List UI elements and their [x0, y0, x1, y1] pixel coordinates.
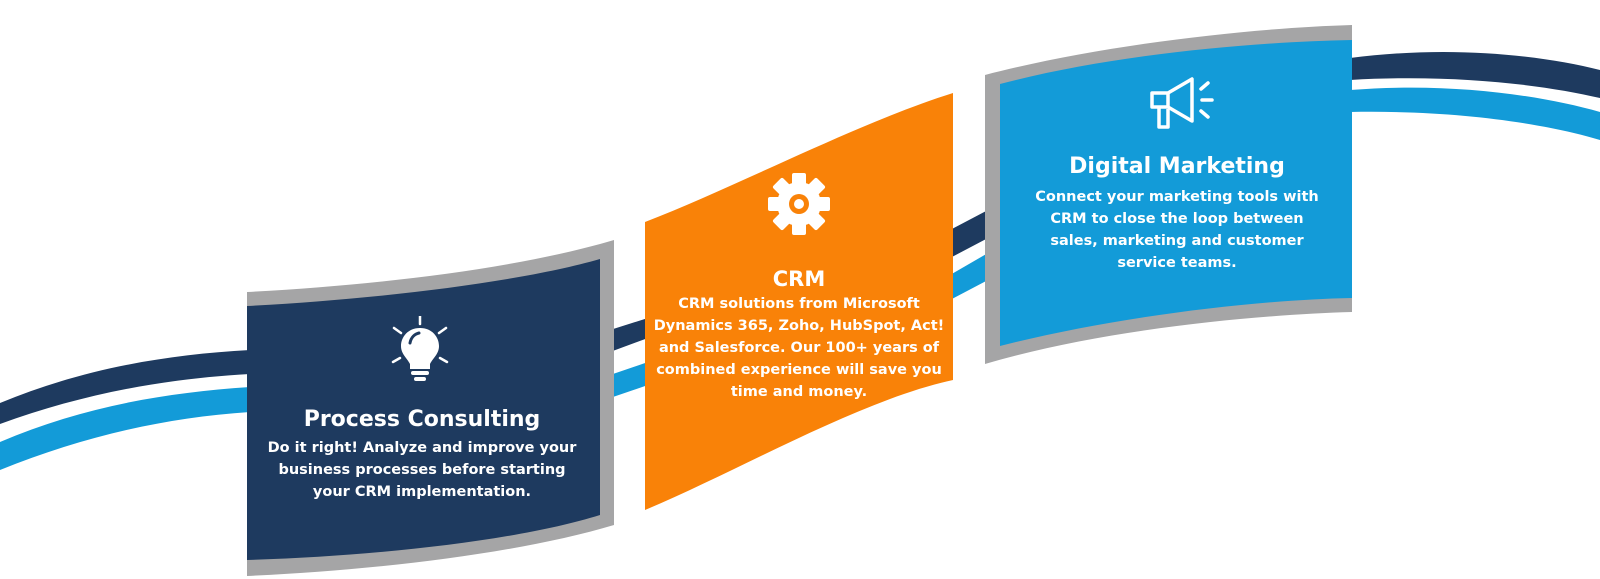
sky-ribbon-mid1	[610, 362, 648, 398]
sky-ribbon-mid2	[950, 253, 988, 300]
card-crm: CRM CRM solutions from Microsoft Dynamic…	[648, 265, 950, 403]
lightbulb-icon	[391, 316, 449, 381]
card-title: Process Consulting	[303, 407, 541, 432]
navy-ribbon-left	[0, 350, 250, 424]
card-panel-crm	[645, 93, 953, 510]
sky-ribbon-right	[1350, 87, 1600, 140]
card-panel-process	[247, 259, 600, 560]
navy-ribbon-mid1	[610, 318, 648, 352]
navy-ribbon-right	[1350, 51, 1600, 98]
card-process-consulting: Process Consulting Do it right! Analyze …	[262, 405, 582, 503]
navy-ribbon-mid2	[950, 210, 988, 258]
card-title: Digital Marketing	[1069, 154, 1285, 179]
card-description: Connect your marketing tools with CRM to…	[1035, 189, 1319, 271]
gear-icon	[768, 173, 830, 235]
card-description: CRM solutions from Microsoft Dynamics 36…	[653, 296, 945, 400]
card-description: Do it right! Analyze and improve your bu…	[267, 440, 577, 500]
megaphone-icon	[1150, 77, 1214, 129]
card-digital-marketing: Digital Marketing Connect your marketing…	[1015, 152, 1339, 274]
sky-ribbon-left	[0, 387, 250, 470]
card-panel-marketing	[1000, 40, 1352, 346]
card-title: CRM	[772, 267, 826, 291]
